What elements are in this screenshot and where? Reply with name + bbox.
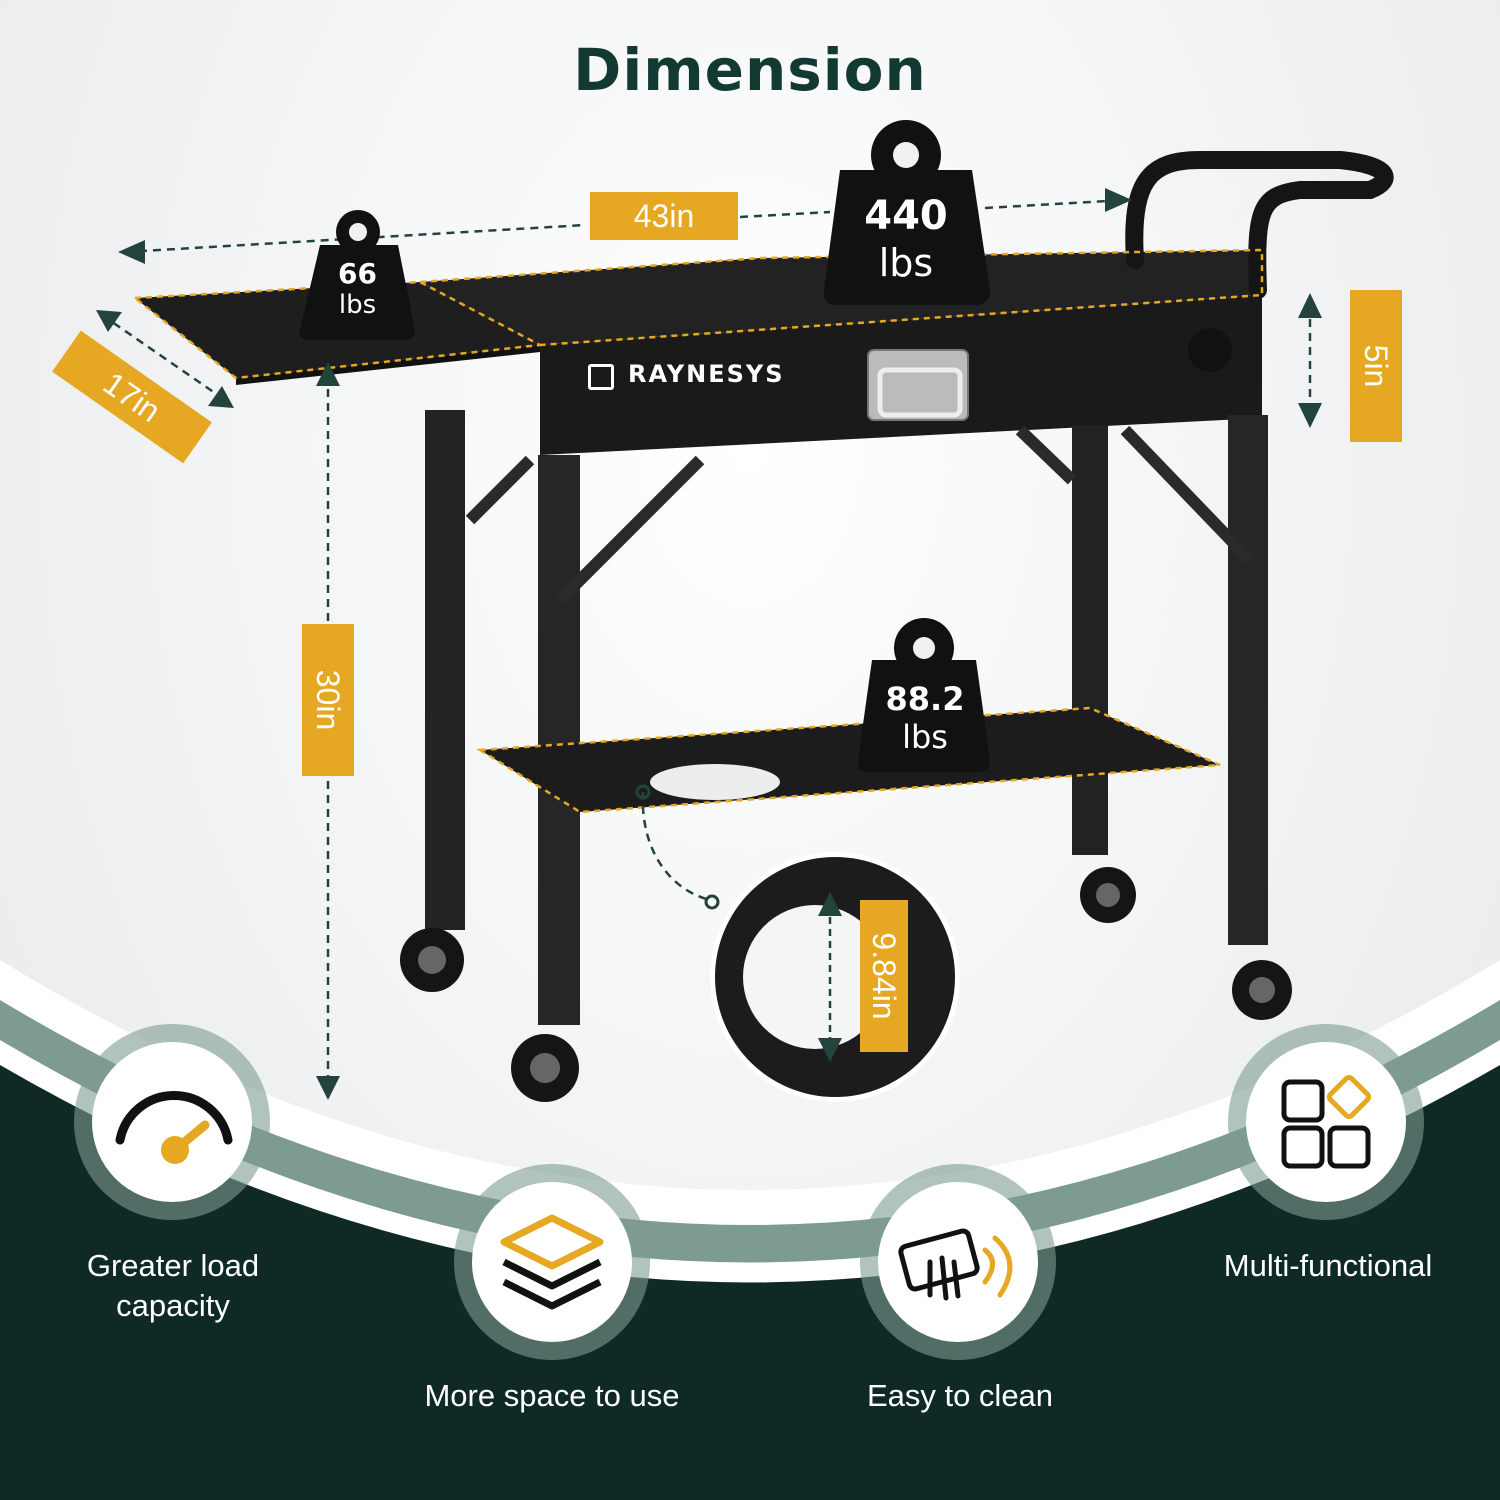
- feature-more-space: More space to use: [424, 1378, 680, 1413]
- feature-label: capacity: [116, 1288, 230, 1323]
- shelf-weight-value: 88.2: [885, 680, 965, 718]
- main-weight-unit: lbs: [878, 241, 934, 285]
- side-table-weight: 66 lbs: [310, 257, 405, 321]
- callout-dot: [704, 894, 720, 910]
- length-label: 43in: [590, 192, 738, 240]
- brand-icon: [588, 364, 614, 390]
- weight-badges: [299, 120, 990, 772]
- feature-easy-clean: Easy to clean: [866, 1378, 1054, 1413]
- main-weight-value: 440: [864, 193, 948, 239]
- grid-diamond-icon: [1281, 1074, 1372, 1169]
- gauge-icon: [115, 1091, 233, 1164]
- arrow-heads: [96, 188, 1322, 1100]
- hole-diameter-label: 9.84in: [860, 900, 908, 1052]
- height-label: 30in: [302, 624, 354, 776]
- feature-load-capacity: Greater load capacity: [40, 1246, 306, 1326]
- brand-logo: RAYNESYS: [628, 360, 785, 388]
- callout-dot: [635, 784, 651, 800]
- shelf-weight-unit: lbs: [902, 718, 948, 756]
- hole-detail: [710, 852, 960, 1102]
- page-title: Dimension: [573, 36, 927, 104]
- side-weight-unit: lbs: [338, 290, 377, 320]
- feature-label: Greater load: [86, 1248, 260, 1283]
- lip-height-label: 5in: [1350, 290, 1402, 442]
- hand-wipe-icon: [898, 1228, 1013, 1301]
- cart: [135, 151, 1394, 1102]
- bottom-banner: [0, 960, 1500, 1500]
- side-weight-value: 66: [338, 257, 377, 290]
- main-top-weight: 440 lbs: [836, 192, 976, 286]
- shelf-weight: 88.2 lbs: [866, 680, 984, 756]
- feature-multi-functional: Multi-functional: [1223, 1248, 1433, 1283]
- layers-icon: [500, 1214, 604, 1310]
